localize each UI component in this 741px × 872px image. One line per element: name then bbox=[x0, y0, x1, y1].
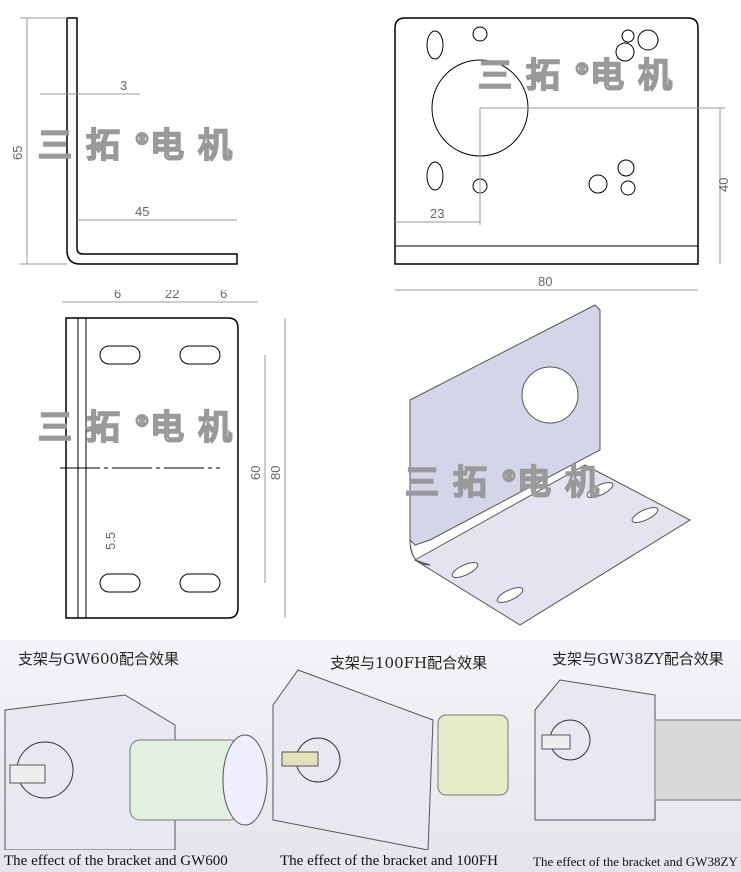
dim-right: 6 bbox=[220, 290, 227, 301]
motor-render bbox=[4, 694, 268, 850]
dim-offset-y: 40 bbox=[716, 178, 731, 192]
dim-width: 80 bbox=[538, 274, 552, 289]
caption-cn: 支架与GW600配合效果 bbox=[18, 650, 180, 668]
watermark: 三拓®电机 bbox=[37, 125, 246, 167]
watermark: 三拓®电机 bbox=[37, 407, 246, 449]
watermark: 三拓®电机 bbox=[404, 462, 613, 504]
dim-left: 6 bbox=[114, 290, 121, 301]
dim-slot-span: 60 bbox=[248, 466, 263, 480]
bottom-view-drawing: 6 22 6 60 80 5.5 bbox=[60, 290, 286, 619]
motor-render bbox=[534, 679, 741, 821]
front-view-drawing: 23 40 80 bbox=[394, 17, 731, 291]
panel-gw600: 支架与GW600配合效果 The effect of the bracket a… bbox=[0, 640, 268, 872]
dim-length: 80 bbox=[268, 466, 283, 480]
side-view-drawing: 3 65 45 bbox=[10, 17, 238, 265]
dim-thickness: 3 bbox=[120, 78, 127, 93]
dim-offset-x: 23 bbox=[430, 206, 444, 221]
caption-en: The effect of the bracket and GW600 bbox=[4, 853, 228, 869]
dim-base: 45 bbox=[135, 204, 149, 219]
watermark: 三拓®电机 bbox=[477, 55, 686, 97]
panel-100fh: 支架与100FH配合效果 The effect of the bracket a… bbox=[268, 640, 530, 872]
caption-cn: 支架与GW38ZY配合效果 bbox=[552, 650, 724, 668]
isometric-bracket-render bbox=[409, 304, 692, 626]
dim-middle: 22 bbox=[165, 290, 179, 301]
caption-en: The effect of the bracket and GW38ZY bbox=[533, 854, 738, 869]
dim-height: 65 bbox=[10, 146, 25, 160]
caption-cn: 支架与100FH配合效果 bbox=[330, 654, 488, 672]
motor-render bbox=[272, 669, 509, 850]
caption-en: The effect of the bracket and 100FH bbox=[280, 853, 498, 869]
dim-slot-offset: 5.5 bbox=[103, 532, 118, 550]
panel-gw38zy: 支架与GW38ZY配合效果 The effect of the bracket … bbox=[530, 640, 741, 872]
